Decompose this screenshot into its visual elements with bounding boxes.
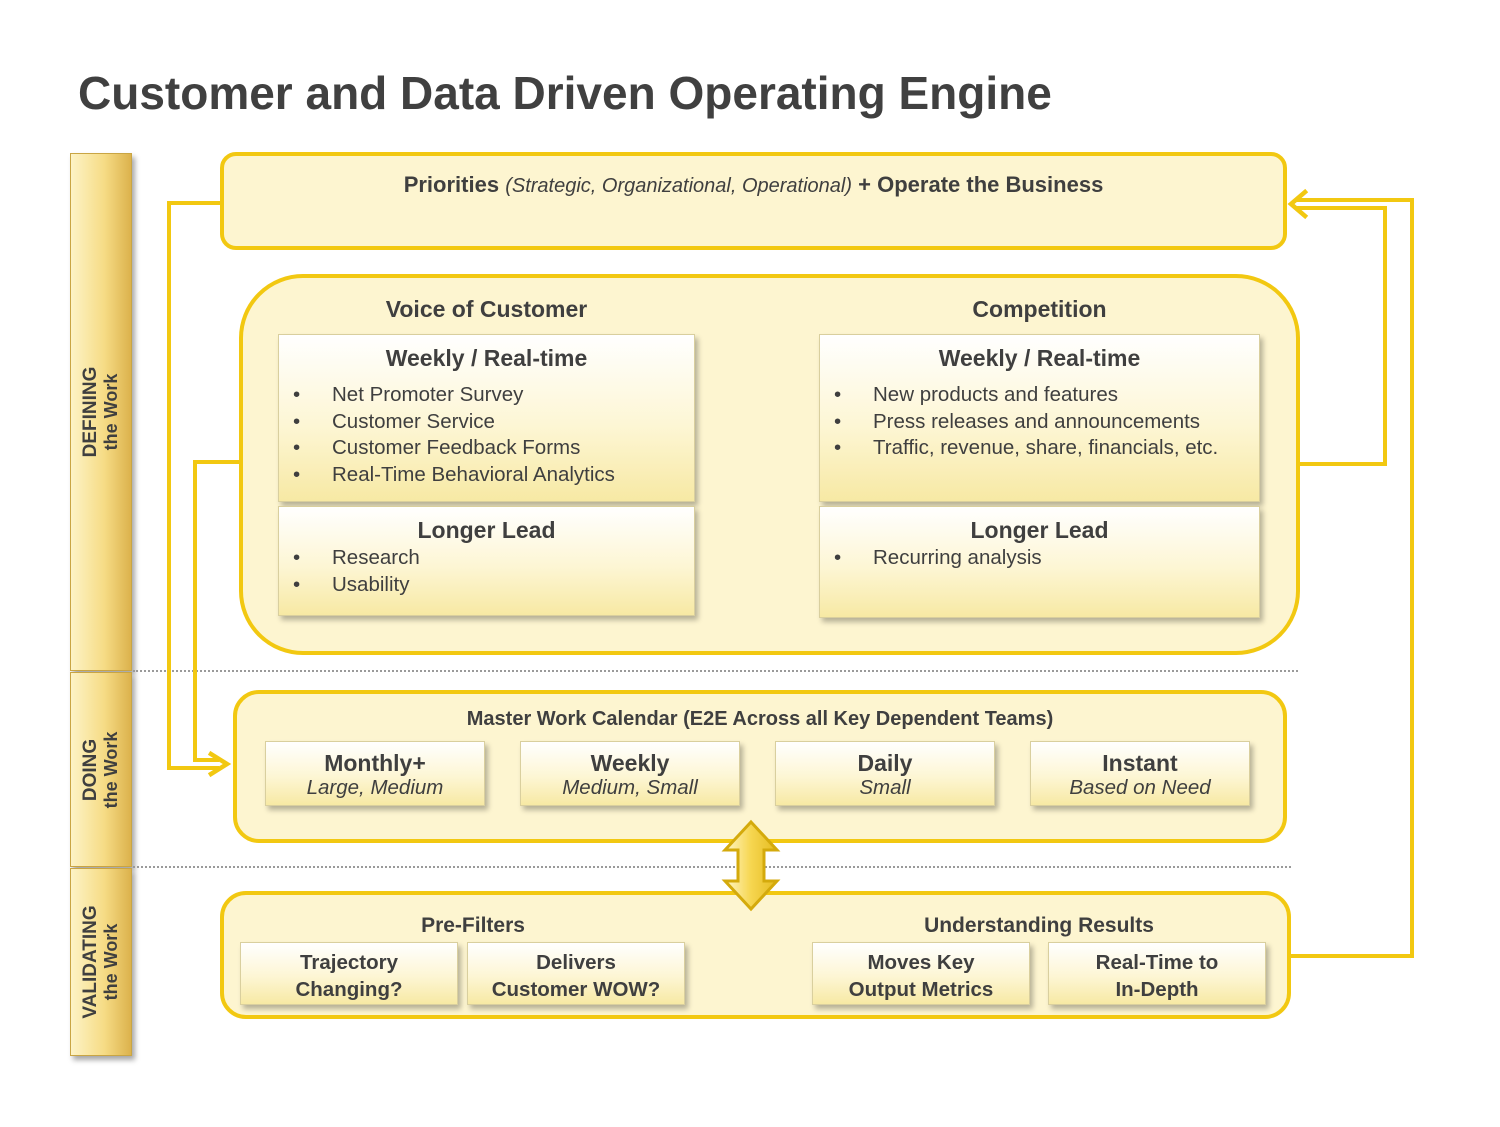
cadence-size: Medium, Small	[562, 776, 698, 799]
competition-longer-lead-card: Longer Lead Recurring analysis	[819, 506, 1260, 618]
cadence-size: Based on Need	[1069, 776, 1211, 799]
prefilter-card-wow: Delivers Customer WOW?	[467, 942, 685, 1005]
arrowhead-right-priorities	[1287, 188, 1309, 220]
result-card-depth: Real-Time to In-Depth	[1048, 942, 1266, 1005]
result-line2: In-Depth	[1115, 978, 1199, 1001]
result-card-metrics: Moves Key Output Metrics	[812, 942, 1030, 1005]
prefilter-line1: Delivers	[536, 951, 616, 974]
prefilter-line2: Customer WOW?	[491, 978, 661, 1001]
list-item: Real-Time Behavioral Analytics	[279, 462, 694, 489]
results-heading: Understanding Results	[924, 914, 1154, 937]
arrow-priorities-to-calendar	[167, 201, 222, 770]
arrow-defining-to-calendar	[193, 460, 241, 762]
cadence-card-instant: Instant Based on Need	[1030, 741, 1250, 806]
voc-realtime-list: Net Promoter Survey Customer Service Cus…	[279, 382, 694, 488]
cadence-size: Small	[859, 776, 911, 799]
phase-doing: DOING the Work	[70, 672, 132, 867]
cadence-card-daily: Daily Small	[775, 741, 995, 806]
priorities-qualifier: (Strategic, Organizational, Operational)	[505, 175, 853, 197]
list-item: Customer Service	[279, 409, 694, 436]
arrow-validating-to-priorities	[1290, 198, 1414, 958]
phase-defining: DEFINING the Work	[70, 153, 132, 671]
voc-longer-lead-title: Longer Lead	[417, 517, 556, 543]
cadence-card-weekly: Weekly Medium, Small	[520, 741, 740, 806]
competition-realtime-title: Weekly / Real-time	[938, 345, 1141, 371]
competition-realtime-card: Weekly / Real-time New products and feat…	[819, 334, 1260, 502]
competition-realtime-list: New products and features Press releases…	[820, 382, 1259, 462]
prefilter-card-trajectory: Trajectory Changing?	[240, 942, 458, 1005]
list-item: Press releases and announcements	[820, 409, 1259, 436]
voc-longer-lead-list: Research Usability	[279, 545, 694, 598]
arrow-defining-to-priorities	[1295, 206, 1387, 466]
priorities-lead: Priorities	[403, 172, 500, 197]
divider-doing-validating	[133, 866, 1291, 868]
list-item: Recurring analysis	[820, 545, 1259, 572]
voice-of-customer-heading: Voice of Customer	[385, 296, 588, 322]
priorities-tail: + Operate the Business	[858, 172, 1104, 197]
cadence-name: Instant	[1102, 750, 1178, 776]
phase-validating: VALIDATING the Work	[70, 868, 132, 1056]
competition-longer-lead-title: Longer Lead	[970, 517, 1109, 543]
priorities-text: Priorities (Strategic, Organizational, O…	[224, 172, 1283, 198]
cadence-name: Monthly+	[324, 750, 426, 776]
list-item: Usability	[279, 572, 694, 599]
voc-realtime-card: Weekly / Real-time Net Promoter Survey C…	[278, 334, 695, 502]
competition-heading: Competition	[972, 296, 1107, 322]
cadence-card-monthly: Monthly+ Large, Medium	[265, 741, 485, 806]
list-item: New products and features	[820, 382, 1259, 409]
voc-longer-lead-card: Longer Lead Research Usability	[278, 506, 695, 616]
cadence-name: Daily	[857, 750, 913, 776]
page-title: Customer and Data Driven Operating Engin…	[78, 67, 1052, 119]
cadence-name: Weekly	[590, 750, 670, 776]
priorities-panel: Priorities (Strategic, Organizational, O…	[220, 152, 1287, 250]
calendar-title: Master Work Calendar (E2E Across all Key…	[466, 708, 1054, 730]
divider-defining-doing	[133, 670, 1298, 672]
cadence-size: Large, Medium	[306, 776, 444, 799]
result-line1: Moves Key	[867, 951, 975, 974]
list-item: Customer Feedback Forms	[279, 435, 694, 462]
competition-longer-lead-list: Recurring analysis	[820, 545, 1259, 572]
arrowhead-left-calendar	[207, 750, 232, 778]
double-arrow-doing-validating	[721, 819, 781, 912]
list-item: Traffic, revenue, share, financials, etc…	[820, 435, 1259, 462]
list-item: Net Promoter Survey	[279, 382, 694, 409]
voc-realtime-title: Weekly / Real-time	[385, 345, 588, 371]
prefilter-line2: Changing?	[295, 978, 403, 1001]
result-line2: Output Metrics	[848, 978, 994, 1001]
prefilters-heading: Pre-Filters	[421, 914, 525, 937]
list-item: Research	[279, 545, 694, 572]
result-line1: Real-Time to	[1095, 951, 1219, 974]
prefilter-line1: Trajectory	[300, 951, 398, 974]
